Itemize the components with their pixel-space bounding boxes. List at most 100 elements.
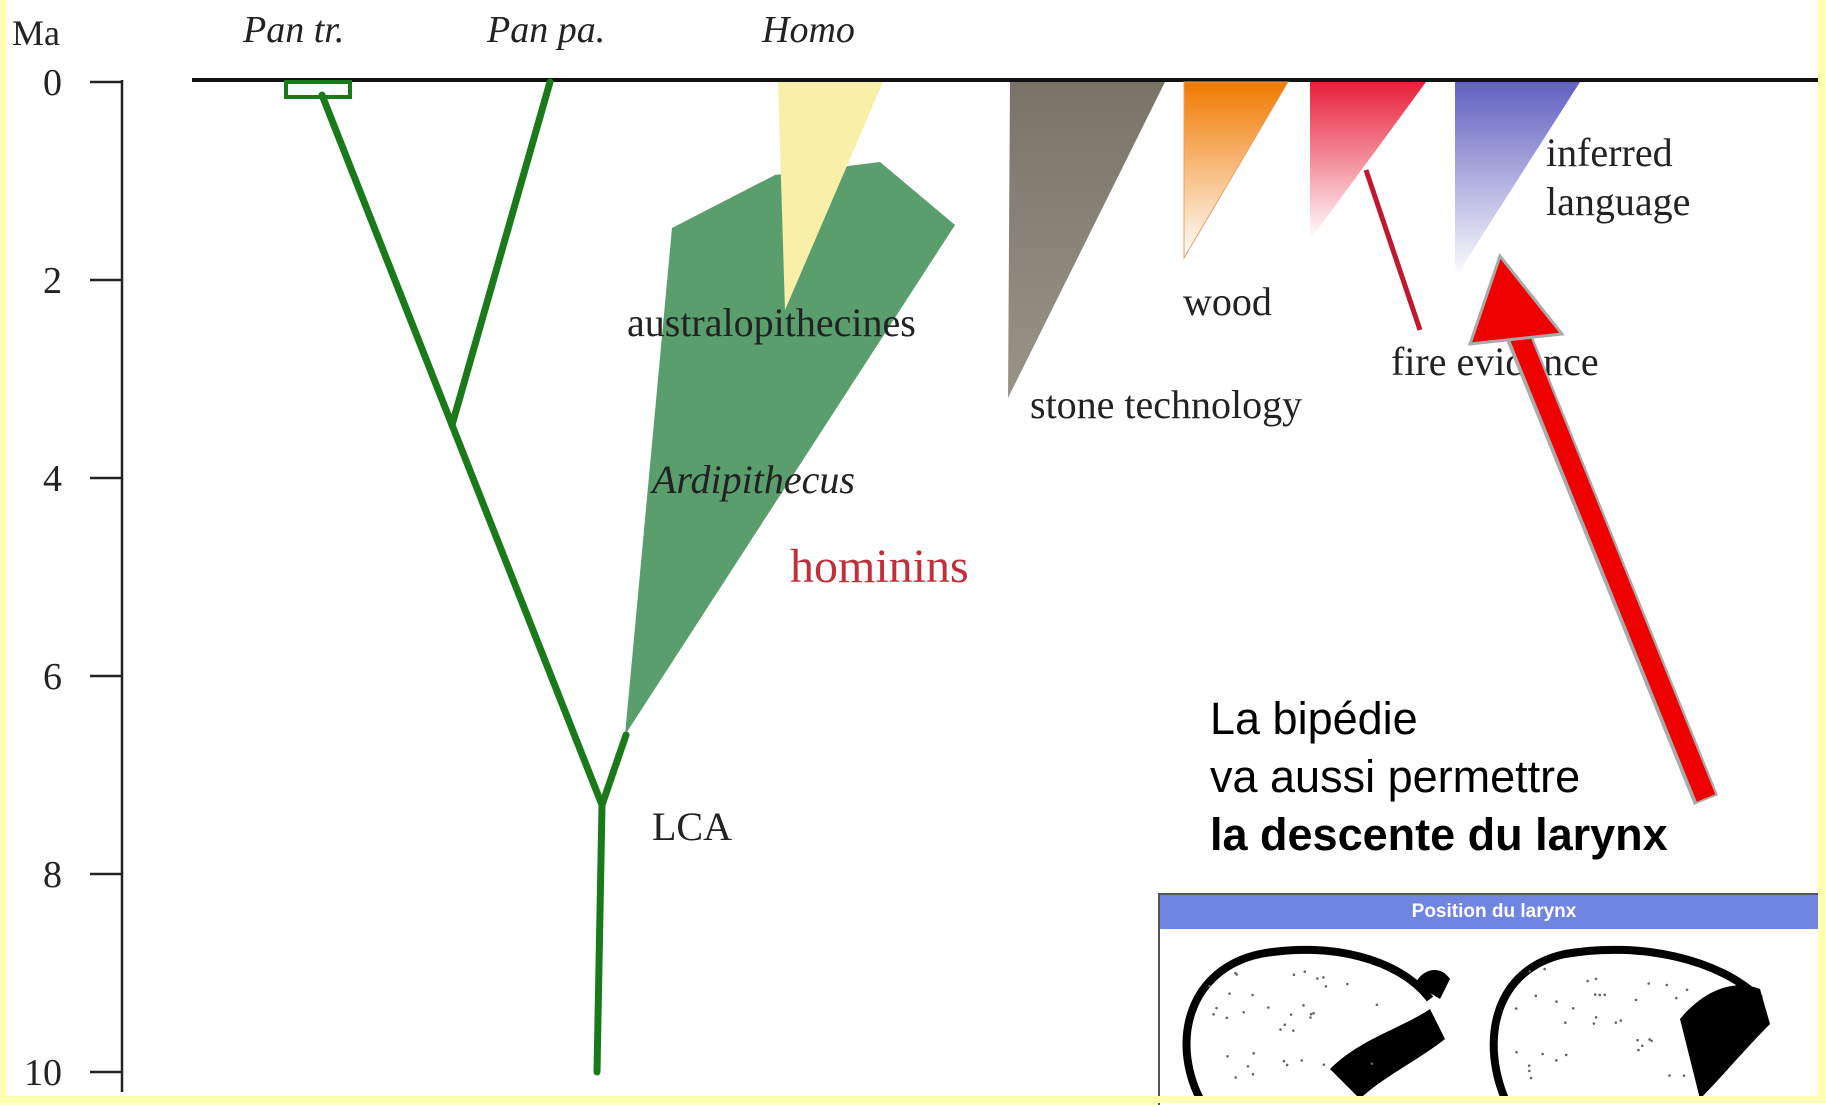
lca-stem xyxy=(593,801,606,1076)
slide-frame-right xyxy=(1818,0,1826,1103)
taxon-pan-paniscus: Pan pa. xyxy=(486,9,605,51)
stipple-dot xyxy=(1614,1021,1618,1024)
stipple-dot xyxy=(1283,1023,1287,1027)
stipple-dot xyxy=(1640,1044,1644,1048)
stipple-dot xyxy=(1594,1016,1598,1019)
label-hominins: hominins xyxy=(790,540,969,593)
stipple-dot xyxy=(1316,977,1319,980)
label-lca: LCA xyxy=(652,804,732,849)
y-axis-tick-label: 4 xyxy=(43,458,62,500)
larynx-skull-illustration xyxy=(1182,945,1770,1101)
stone-technology-wedge xyxy=(1008,82,1165,398)
axis-unit-label: Ma xyxy=(12,13,60,53)
stipple-dot xyxy=(1289,1013,1293,1016)
stipple-dot xyxy=(1650,1039,1653,1043)
stipple-dot xyxy=(1226,1054,1229,1058)
jaw-shape-right xyxy=(1680,985,1770,1099)
stipple-dot xyxy=(1648,1038,1651,1041)
stipple-dot xyxy=(1208,984,1211,988)
stipple-dot xyxy=(1309,1016,1312,1019)
y-axis-ticks: 0 2 4 6 8 10 xyxy=(24,62,122,1094)
stipple-dot xyxy=(1603,993,1607,997)
stipple-dot xyxy=(1528,970,1532,973)
caption-line-2: va aussi permettre xyxy=(1210,751,1581,802)
stipple-dot xyxy=(1636,1038,1639,1042)
stipple-dot xyxy=(1370,1062,1374,1065)
larynx-panel-title: Position du larynx xyxy=(1160,895,1826,929)
inferred-language-wedge xyxy=(1455,82,1580,278)
red-arrow-head xyxy=(1467,252,1565,346)
stipple-dot xyxy=(1252,1052,1255,1055)
stipple-dot xyxy=(1647,982,1651,985)
stipple-dot xyxy=(1234,971,1237,975)
stipple-dot xyxy=(1592,1022,1596,1025)
caption-line-1: La bipédie xyxy=(1210,693,1418,744)
stipple-dot xyxy=(1527,1064,1531,1067)
skull-outline-left xyxy=(1182,945,1434,1101)
stipple-dot xyxy=(1375,1003,1379,1007)
y-axis-tick-label: 8 xyxy=(43,854,62,896)
stipple-dot xyxy=(1303,970,1307,973)
skull-outline-right xyxy=(1489,945,1763,1101)
stipple-dot xyxy=(1212,1013,1215,1016)
stipple-dot xyxy=(1234,1076,1237,1079)
stipple-dot xyxy=(1246,1064,1250,1068)
stipple-dot xyxy=(1528,1069,1531,1073)
stipple-dot xyxy=(1564,1021,1567,1025)
stipple-dot xyxy=(1322,1063,1326,1066)
skull-texture-dots xyxy=(1208,967,1689,1080)
stipple-dot xyxy=(1225,1016,1229,1020)
stipple-dot xyxy=(1285,1063,1289,1067)
pan-troglodytes-terminal xyxy=(284,80,352,99)
phylogenetic-tree xyxy=(318,78,630,1076)
stipple-dot xyxy=(1598,993,1602,997)
stipple-dot xyxy=(1282,1059,1286,1063)
stipple-dot xyxy=(1634,998,1638,1002)
stipple-dot xyxy=(1543,967,1546,971)
label-inferred-language-line2: language xyxy=(1546,179,1690,224)
stipple-dot xyxy=(1251,993,1254,997)
stipple-dot xyxy=(1682,1074,1686,1077)
branch-lca-to-hominins xyxy=(598,731,630,809)
jaw-shape-left xyxy=(1330,1009,1445,1099)
stipple-dot xyxy=(1302,1004,1305,1007)
y-axis-tick-label: 0 xyxy=(43,62,62,104)
stipple-dot xyxy=(1529,1076,1533,1080)
caption-text: La bipédie va aussi permettre la descent… xyxy=(1210,690,1668,864)
red-arrow xyxy=(1467,252,1719,805)
stipple-dot xyxy=(1215,1006,1218,1010)
label-inferred-language-line1: inferred xyxy=(1546,130,1673,175)
stipple-dot xyxy=(1534,994,1538,998)
stipple-dot xyxy=(1345,982,1349,986)
slide-frame-left xyxy=(0,0,6,1103)
taxon-pan-troglodytes: Pan tr. xyxy=(242,9,344,51)
fire-evidence-pointer xyxy=(1363,169,1423,331)
stipple-dot xyxy=(1322,976,1325,979)
larynx-panel: Position du larynx xyxy=(1158,893,1826,1105)
y-axis-tick-label: 6 xyxy=(43,656,62,698)
y-axis-tick-label: 10 xyxy=(24,1052,62,1094)
branch-lca-to-pan-troglodytes xyxy=(318,91,606,809)
stipple-dot xyxy=(1541,1052,1544,1056)
stipple-dot xyxy=(1665,983,1669,987)
stipple-dot xyxy=(1555,1059,1558,1062)
stipple-dot xyxy=(1571,1007,1575,1010)
label-fire-evidence: fire evidence xyxy=(1391,339,1599,384)
stipple-dot xyxy=(1251,1072,1255,1076)
hominin-wedge xyxy=(625,162,955,735)
label-wood: wood xyxy=(1183,279,1272,324)
stipple-dot xyxy=(1300,1059,1303,1062)
branch-to-pan-paniscus xyxy=(448,78,554,429)
stipple-dot xyxy=(1312,1011,1315,1015)
wood-wedge xyxy=(1183,81,1289,260)
taxon-homo: Homo xyxy=(761,9,855,51)
stipple-dot xyxy=(1309,1012,1313,1016)
y-axis-tick-label: 2 xyxy=(43,260,62,302)
red-arrow-shaft-fill xyxy=(1502,314,1716,802)
stipple-dot xyxy=(1594,977,1598,981)
label-stone-technology: stone technology xyxy=(1030,382,1302,427)
fire-wedge xyxy=(1310,82,1426,240)
stipple-dot xyxy=(1619,1019,1623,1022)
slide-frame-bottom xyxy=(0,1096,1826,1103)
